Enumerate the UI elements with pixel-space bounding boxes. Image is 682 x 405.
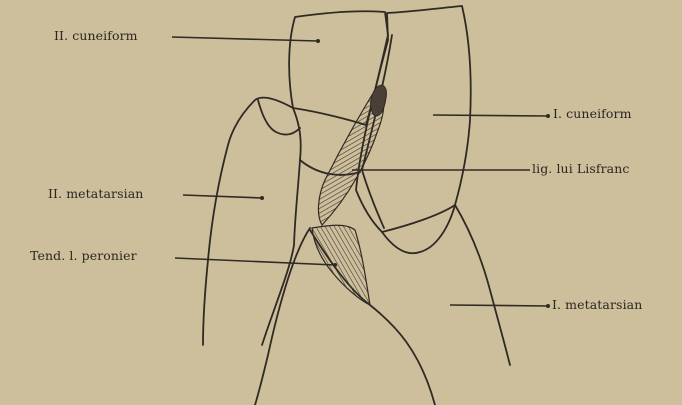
metatarsal-1-bone — [455, 205, 510, 365]
ligament-insertion — [371, 85, 387, 116]
metatarsal-2-inner — [262, 108, 301, 345]
metatarsal-2-head — [258, 100, 300, 135]
tendon-edge — [255, 228, 310, 405]
leader-metatarsal-2 — [183, 195, 262, 198]
leader-cuneiform-2 — [172, 37, 318, 41]
leader-tendon — [175, 258, 335, 265]
label-tendon-peroneus: Tend. l. peronier — [30, 248, 137, 263]
leader-metatarsal-1 — [450, 305, 548, 306]
label-metatarsal-1: I. metatarsian — [552, 297, 642, 312]
leader-cuneiform-1 — [433, 115, 548, 116]
label-lisfranc-ligament: lig. lui Lisfranc — [532, 161, 629, 176]
label-cuneiform-2: II. cuneiform — [54, 28, 138, 43]
label-cuneiform-1: I. cuneiform — [553, 106, 632, 121]
label-metatarsal-2: II. metatarsian — [48, 186, 143, 201]
